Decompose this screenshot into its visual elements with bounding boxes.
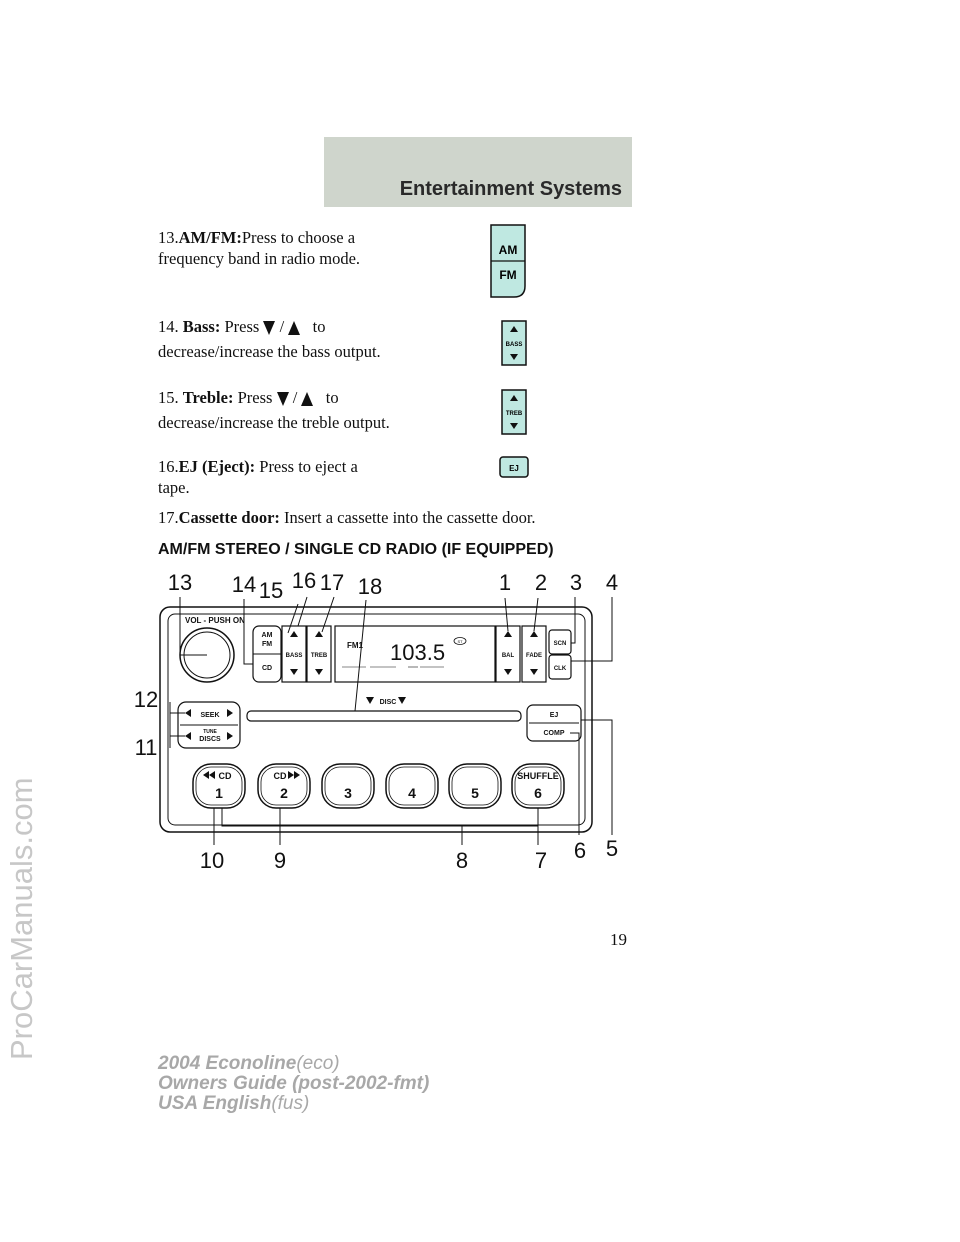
amfm-button-icon: AM FM <box>490 224 526 298</box>
svg-text:EJ: EJ <box>509 464 519 473</box>
callout-16: 16 <box>292 568 316 593</box>
bass-button-icon: BASS <box>501 320 527 366</box>
item-16: 16.EJ (Eject): Press to eject a tape. <box>158 457 358 497</box>
svg-text:EJ: EJ <box>550 712 559 719</box>
callout-13: 13 <box>168 570 192 595</box>
svg-text:SCN: SCN <box>554 641 567 647</box>
svg-text:AM: AM <box>262 632 273 639</box>
preset-number: 1 <box>215 785 223 801</box>
down-arrow-icon <box>263 321 276 336</box>
up-arrow-icon <box>301 392 314 407</box>
down-arrow-icon <box>276 392 289 407</box>
treble-button-icon: TREB <box>501 389 527 435</box>
footer: 2004 Econoline(eco) Owners Guide (post-2… <box>158 1053 430 1114</box>
preset-button-3: 3 <box>321 763 375 809</box>
preset-button-1: CD 1 <box>192 763 246 809</box>
item-15: 15. Treble: Press / to decrease/increase… <box>158 388 390 432</box>
preset-button-4: 4 <box>385 763 439 809</box>
callout-10: 10 <box>200 848 224 873</box>
svg-text:TUNE: TUNE <box>203 729 217 735</box>
svg-text:AM: AM <box>499 243 518 257</box>
callout-14: 14 <box>232 572 256 597</box>
preset-number: 4 <box>408 785 416 801</box>
preset-number: 3 <box>344 785 352 801</box>
preset-label: SHUFFLE <box>517 771 559 781</box>
svg-text:ST: ST <box>457 639 463 644</box>
preset-button-5: 5 <box>448 763 502 809</box>
callout-2: 2 <box>535 570 547 595</box>
svg-text:TREB: TREB <box>506 411 523 417</box>
rewind-icon <box>203 771 209 779</box>
eject-button-icon: EJ <box>499 456 529 478</box>
callout-5: 5 <box>606 836 618 861</box>
item-17: 17.Cassette door: Insert a cassette into… <box>158 508 536 527</box>
svg-text:SEEK: SEEK <box>200 712 219 719</box>
preset-number: 6 <box>534 785 542 801</box>
preset-button-2: CD 2 <box>257 763 311 809</box>
callout-3: 3 <box>570 570 582 595</box>
svg-text:FM: FM <box>499 268 516 282</box>
svg-text:103.5: 103.5 <box>390 640 445 665</box>
svg-text:COMP: COMP <box>544 730 565 737</box>
callout-8: 8 <box>456 848 468 873</box>
svg-text:CLK: CLK <box>554 666 567 672</box>
section-title: Entertainment Systems <box>399 178 622 200</box>
preset-button-6: SHUFFLE 6 <box>511 763 565 809</box>
callout-12: 12 <box>134 687 158 712</box>
svg-text:CD: CD <box>262 665 272 672</box>
callout-4: 4 <box>606 570 618 595</box>
item-14: 14. Bass: Press / to decrease/increase t… <box>158 317 381 361</box>
svg-text:BASS: BASS <box>506 342 523 348</box>
svg-text:DISCS: DISCS <box>199 736 221 743</box>
preset-number: 5 <box>471 785 479 801</box>
callout-17: 17 <box>320 570 344 595</box>
callout-7: 7 <box>535 848 547 873</box>
item-13: 13.AM/FM:Press to choose a frequency ban… <box>158 228 361 268</box>
svg-text:FADE: FADE <box>526 653 542 659</box>
fast-forward-icon <box>288 771 294 779</box>
svg-text:DISC: DISC <box>380 699 397 706</box>
fast-forward-icon <box>294 771 300 779</box>
svg-text:FM: FM <box>262 641 272 648</box>
watermark: ProCarManuals.com <box>4 777 39 1060</box>
callout-6: 6 <box>574 838 586 863</box>
header-bar: Entertainment Systems <box>324 137 632 207</box>
svg-text:BASS: BASS <box>286 653 303 659</box>
callout-15: 15 <box>259 578 283 603</box>
up-arrow-icon <box>288 321 301 336</box>
callout-1: 1 <box>499 570 511 595</box>
callout-9: 9 <box>274 848 286 873</box>
callout-11: 11 <box>135 735 158 760</box>
svg-text:FM1: FM1 <box>347 641 364 650</box>
preset-label: CD <box>274 771 287 781</box>
svg-text:VOL - PUSH ON: VOL - PUSH ON <box>185 616 245 625</box>
preset-number: 2 <box>280 785 288 801</box>
page-number: 19 <box>610 930 627 949</box>
callout-18: 18 <box>358 574 382 599</box>
preset-label: CD <box>219 771 232 781</box>
radio-diagram: VOL - PUSH ON AM FM CD BASS TREB FM1 103… <box>134 568 618 873</box>
section-heading: AM/FM STEREO / SINGLE CD RADIO (IF EQUIP… <box>158 541 554 558</box>
svg-text:TREB: TREB <box>311 653 328 659</box>
rewind-icon <box>209 771 215 779</box>
svg-text:BAL: BAL <box>502 653 515 659</box>
